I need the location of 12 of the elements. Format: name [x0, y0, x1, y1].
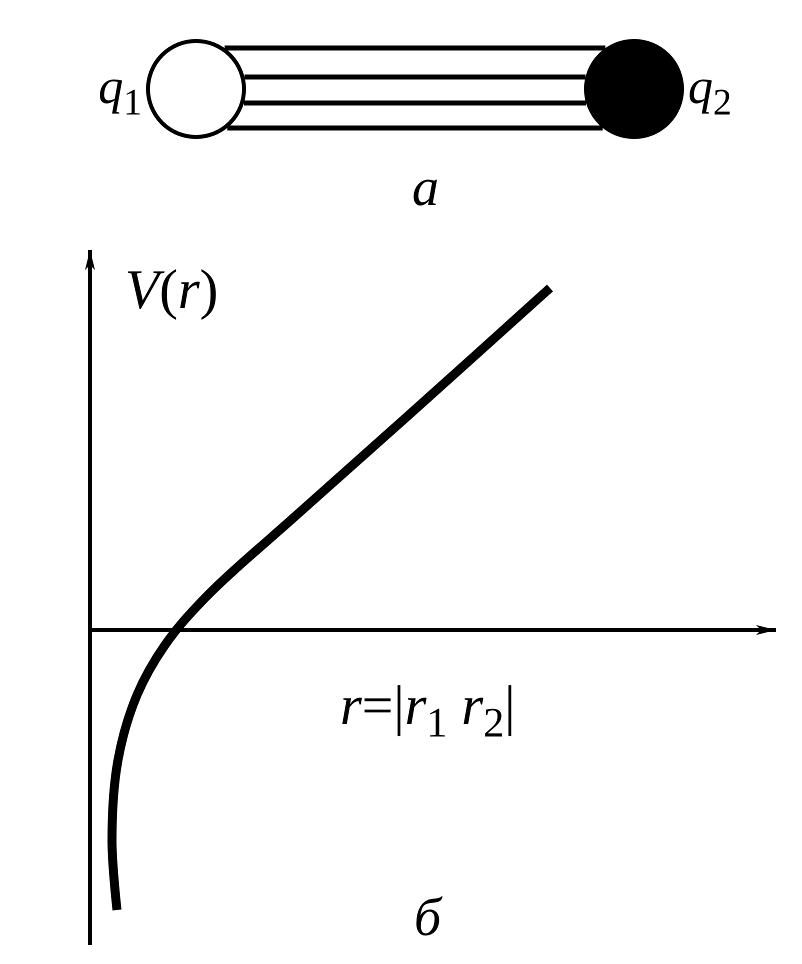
field-line [224, 46, 606, 50]
charge-label: q$_{1}$ [98, 61, 142, 122]
axis-label: r=|r$_{1}$ r$_{2}$| [340, 678, 516, 745]
field-line [244, 100, 586, 106]
filled-circle [584, 39, 684, 139]
field-line [227, 126, 603, 130]
field-line [244, 74, 586, 80]
panel-label: б [414, 890, 442, 944]
open-circle [146, 39, 246, 139]
charge-label: q$_{2}$ [688, 61, 732, 122]
axis-label: V(r) [125, 262, 218, 318]
panel-label: а [412, 160, 439, 214]
